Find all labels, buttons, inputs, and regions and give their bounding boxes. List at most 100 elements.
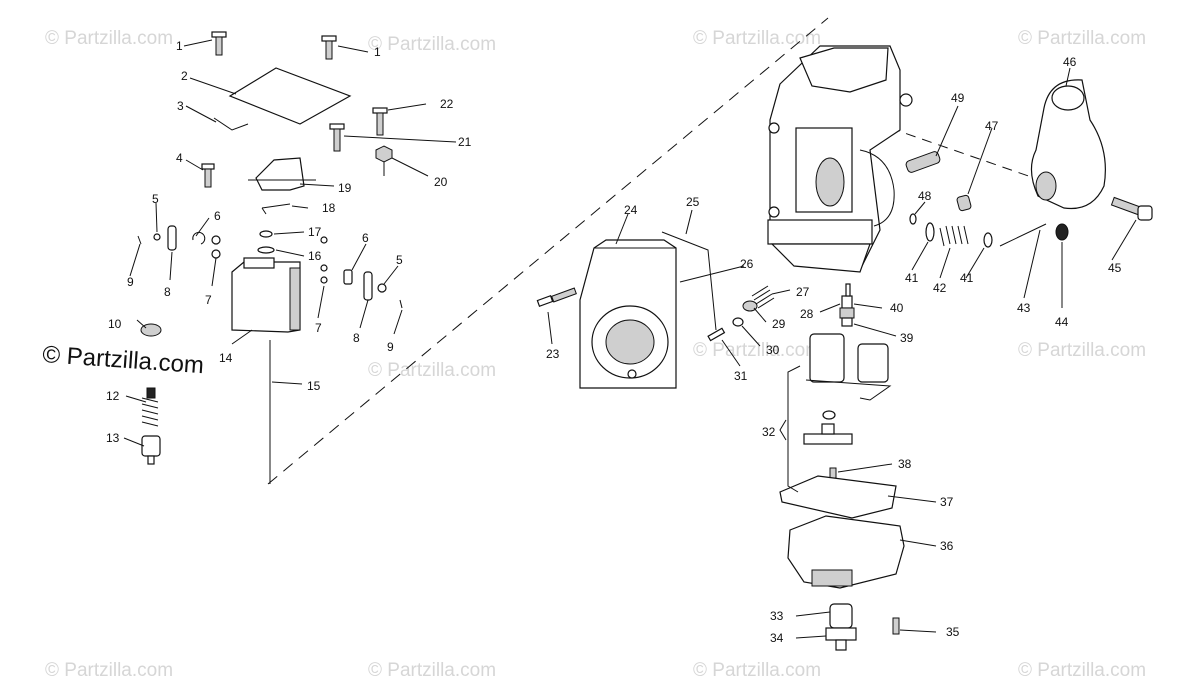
callout-label: 1 (176, 39, 183, 53)
pin-part (829, 467, 837, 479)
link-part (167, 225, 177, 251)
oring-part (822, 410, 836, 420)
assembly-dashed-line-right (889, 127, 1041, 181)
gasket-part (779, 475, 897, 519)
watermark: © Partzilla.com (693, 340, 821, 361)
wire-part (661, 231, 717, 331)
callout-label: 26 (740, 257, 754, 271)
callout-label: 2 (181, 69, 188, 83)
screw-part (1110, 196, 1153, 221)
callout-label: 7 (205, 293, 212, 307)
callout-label: 49 (951, 91, 965, 105)
callout-label: 5 (396, 253, 403, 267)
callout-label: 5 (152, 192, 159, 206)
leader-lines (123, 39, 1137, 639)
callout-label: 8 (164, 285, 171, 299)
callout-label: 6 (214, 209, 221, 223)
bracket-part (255, 157, 305, 191)
callout-label: 17 (308, 225, 322, 239)
watermark: © Partzilla.com (368, 660, 496, 678)
left-parts (137, 31, 403, 465)
watermark: © Partzilla.com (45, 660, 173, 678)
group-bracket (787, 365, 801, 493)
callout-label: 45 (1108, 261, 1122, 275)
callout-label: 30 (766, 343, 780, 357)
callout-label: 24 (624, 203, 638, 217)
callout-label: 28 (800, 307, 814, 321)
float-valve-part (803, 423, 853, 445)
spring-part (939, 225, 969, 247)
watermark: © Partzilla.com (368, 360, 496, 381)
callout-label: 25 (686, 195, 700, 209)
watermark: © Partzilla.com (368, 34, 496, 55)
watermark: © Partzilla.com (1018, 340, 1146, 361)
spring-part (751, 285, 775, 309)
float-part (805, 333, 892, 401)
drain-part (825, 603, 857, 651)
callout-label: 46 (1063, 55, 1077, 69)
callout-label: 39 (900, 331, 914, 345)
callout-label: 44 (1055, 315, 1069, 329)
callout-label: 1 (374, 45, 381, 59)
washer-part (909, 213, 917, 225)
washer-part (983, 232, 993, 248)
lever-part (1030, 79, 1106, 210)
watermark: © Partzilla.com (45, 28, 173, 49)
callout-label: 20 (434, 175, 448, 189)
screw-part (211, 31, 227, 56)
callout-label: 6 (362, 231, 369, 245)
screw-part (372, 107, 388, 136)
callout-label: 23 (546, 347, 560, 361)
callout-label: 41 (905, 271, 919, 285)
callout-label: 16 (308, 249, 322, 263)
callout-label: 19 (338, 181, 352, 195)
washer-part (211, 249, 221, 259)
washer-part (925, 222, 935, 242)
plunger-part (905, 151, 941, 173)
clip-part (192, 231, 206, 245)
watermark: © Partzilla.com (693, 28, 821, 49)
watermarks: © Partzilla.com © Partzilla.com © Partzi… (45, 28, 1146, 678)
float-bowl-part (787, 515, 905, 589)
callout-label: 14 (219, 351, 233, 365)
callout-label: 42 (933, 281, 947, 295)
callout-label: 21 (458, 135, 472, 149)
callout-label: 43 (1017, 301, 1031, 315)
callout-label: 35 (946, 625, 960, 639)
screw-part (321, 35, 337, 60)
gasket-part (213, 117, 249, 131)
needle-part (999, 223, 1047, 247)
callout-label: 37 (940, 495, 954, 509)
callout-label: 13 (106, 431, 120, 445)
plug-part (956, 194, 972, 212)
callout-label: 12 (106, 389, 120, 403)
callout-label: 10 (108, 317, 122, 331)
washer-part (732, 317, 744, 327)
callout-label: 27 (796, 285, 810, 299)
watermark: © Partzilla.com (1018, 28, 1146, 49)
cover-plate-part (228, 67, 352, 125)
clip-part (261, 203, 291, 215)
callout-label: 22 (440, 97, 454, 111)
callout-label: 33 (770, 609, 784, 623)
callout-label: 40 (890, 301, 904, 315)
callout-label: 18 (322, 201, 336, 215)
middle-parts (536, 231, 855, 389)
callout-label: 15 (307, 379, 321, 393)
washer-part (211, 235, 221, 245)
screw-part (892, 617, 900, 635)
screw-part (536, 287, 577, 307)
washer-part (742, 300, 758, 312)
callout-label: 48 (918, 189, 932, 203)
jet-part (839, 283, 855, 327)
oring-part (259, 230, 273, 238)
callout-label: 7 (315, 321, 322, 335)
screw-part (201, 163, 215, 188)
cap-part (140, 323, 162, 337)
pin-part (707, 327, 726, 342)
carburetor-body-part (767, 45, 913, 273)
throttle-slide-part (231, 257, 301, 333)
washer-part (153, 233, 161, 241)
watermark: © Partzilla.com (1018, 660, 1146, 678)
